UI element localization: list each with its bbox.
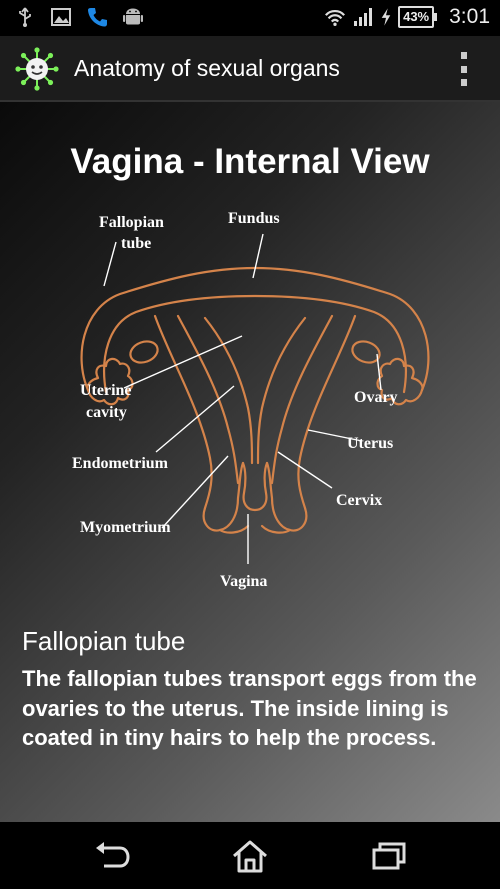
- battery-percent: 43%: [398, 6, 435, 28]
- label-uterus: Uterus: [347, 435, 393, 452]
- label-endometrium: Endometrium: [72, 455, 169, 472]
- app-title: Anatomy of sexual organs: [74, 55, 340, 81]
- battery-indicator: 43%: [398, 6, 438, 28]
- clock: 3:01: [449, 5, 490, 28]
- overflow-dot: [461, 79, 467, 86]
- label-ovary: Ovary: [354, 389, 398, 406]
- recent-apps-icon[interactable]: [370, 838, 410, 874]
- signal-icon: [354, 8, 373, 26]
- battery-tip: [434, 13, 438, 21]
- section-description: The fallopian tubes transport eggs from …: [22, 666, 477, 750]
- status-bar: 43% 3:01: [0, 0, 500, 36]
- label-uterine-cavity-line1: Uterine: [80, 382, 132, 399]
- label-cervix: Cervix: [336, 492, 382, 509]
- label-fundus: Fundus: [228, 210, 280, 227]
- overflow-menu-button[interactable]: [458, 52, 470, 86]
- notification-icons: [14, 6, 144, 28]
- label-uterine-cavity-line2: cavity: [86, 404, 127, 421]
- navigation-bar: [0, 822, 500, 889]
- content-area[interactable]: Vagina - Internal View: [0, 102, 500, 822]
- label-vagina: Vagina: [220, 573, 267, 590]
- label-fallopian-line2: tube: [121, 235, 151, 252]
- label-fallopian-line1: Fallopian: [99, 214, 164, 231]
- wifi-icon: [325, 9, 346, 26]
- back-icon[interactable]: [92, 838, 132, 874]
- android-icon: [123, 8, 143, 25]
- uterus-diagram: Fallopian tube Fundus Uterine cavity Ova…: [72, 210, 430, 590]
- phone-icon: [88, 8, 107, 27]
- image-icon: [51, 8, 71, 26]
- system-icons: 43% 3:01: [324, 5, 490, 29]
- section-title: Fallopian tube: [22, 626, 186, 656]
- overflow-dot: [461, 65, 467, 73]
- usb-icon: [19, 7, 31, 27]
- home-icon[interactable]: [230, 838, 270, 874]
- action-bar: Anatomy of sexual organs: [0, 36, 500, 102]
- virus-app-icon[interactable]: [14, 46, 60, 92]
- page-title: Vagina - Internal View: [70, 142, 430, 181]
- label-myometrium: Myometrium: [80, 519, 171, 536]
- overflow-dot: [461, 52, 467, 59]
- leader-lines: [103, 233, 382, 564]
- charging-bolt-icon: [381, 8, 391, 26]
